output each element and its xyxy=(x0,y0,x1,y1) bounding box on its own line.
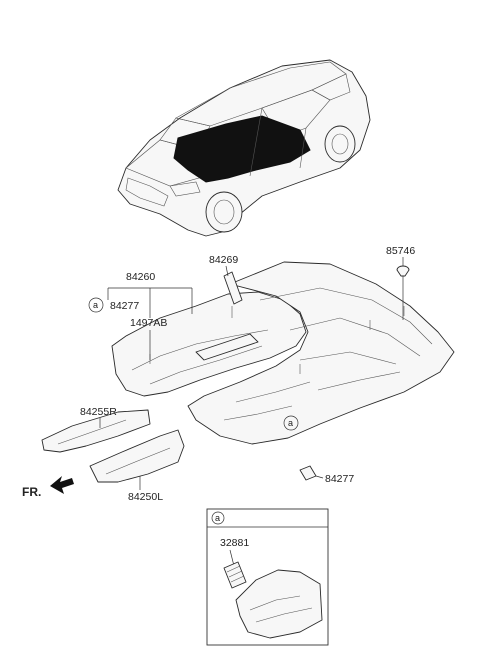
marker-a-center xyxy=(283,415,299,431)
part-label-84277-bottom: 84277 xyxy=(325,473,354,485)
part-label-84255R: 84255R xyxy=(80,406,117,418)
part-32881-shape xyxy=(223,561,247,589)
part-label-85746: 85746 xyxy=(386,245,415,257)
marker-a-left xyxy=(88,297,104,313)
part-label-84269: 84269 xyxy=(209,254,238,266)
part-label-84260: 84260 xyxy=(126,271,155,283)
part-label-84277-top: 84277 xyxy=(110,300,139,312)
part-84255R-shape xyxy=(41,409,151,453)
part-label-84250L: 84250L xyxy=(128,491,163,503)
highlighted-floor-carpet xyxy=(173,115,311,183)
marker-a-inset-text: a xyxy=(215,513,220,523)
marker-a-center-text: a xyxy=(288,418,293,428)
part-84250L-shape xyxy=(89,429,185,483)
car-illustration xyxy=(117,59,371,237)
detail-inset-a: a 32881 xyxy=(206,508,329,646)
marker-a-inset xyxy=(211,511,225,525)
marker-a-left-text: a xyxy=(93,300,98,310)
part-label-1497AB: 1497AB xyxy=(130,317,167,329)
part-84269-shape xyxy=(223,271,243,305)
floor-carpet-assembly xyxy=(111,261,455,445)
front-direction-indicator: FR. xyxy=(22,476,74,499)
front-direction-label: FR. xyxy=(22,485,41,499)
part-85746-shape xyxy=(396,265,410,320)
part-84277-pad-shape xyxy=(299,465,317,481)
part-label-32881: 32881 xyxy=(220,537,249,549)
